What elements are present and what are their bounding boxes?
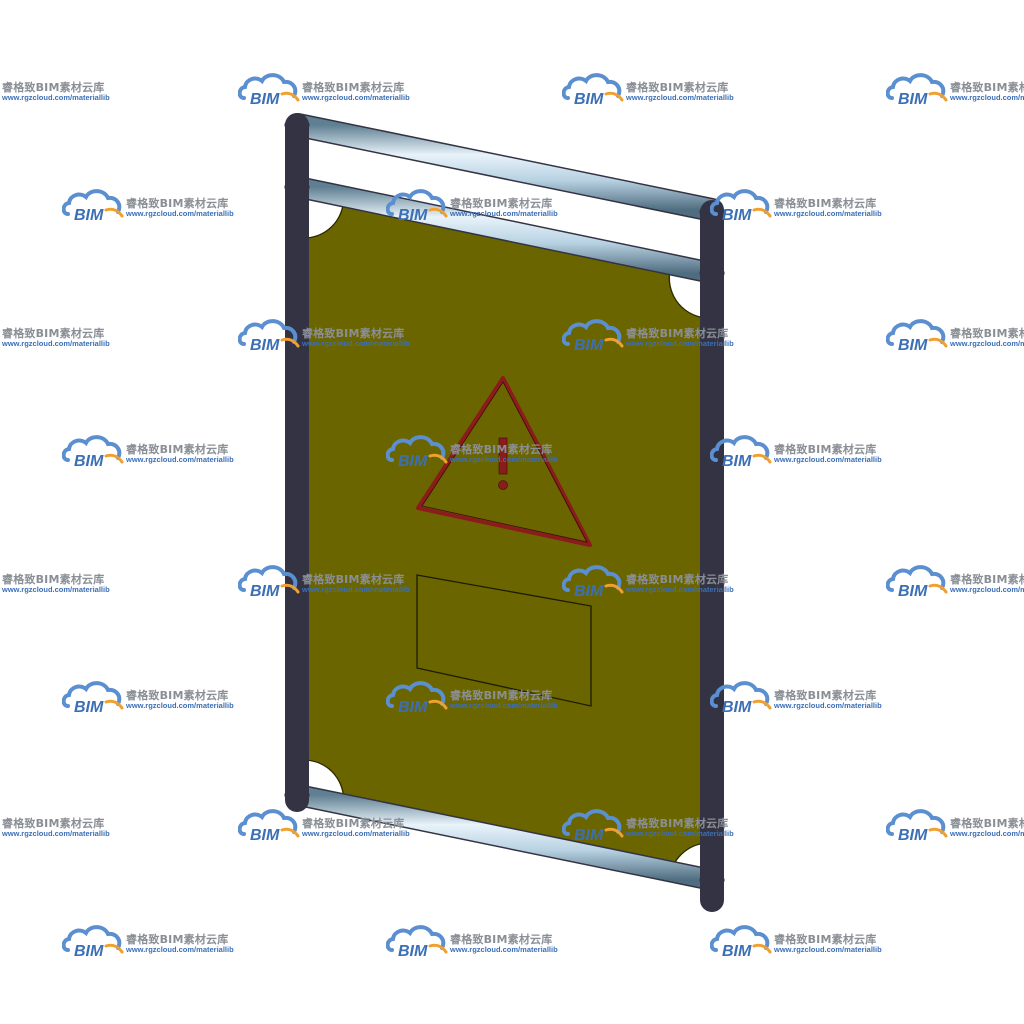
label-plate [416, 574, 592, 707]
tube-frame-icon [284, 113, 725, 912]
warning-triangle-icon [416, 376, 592, 547]
sign-panel [302, 197, 711, 884]
